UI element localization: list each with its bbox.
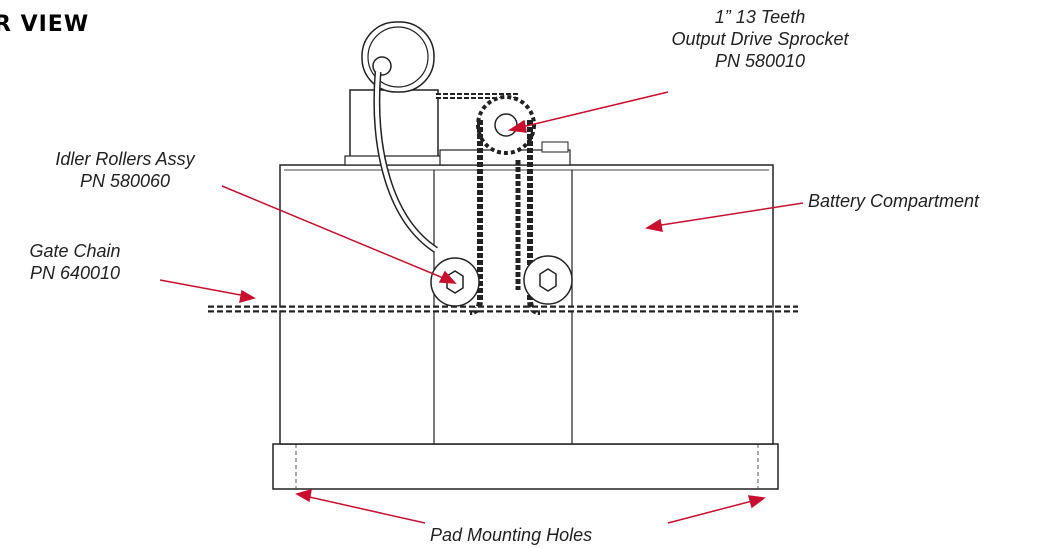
label-sprocket-line3: PN 580010: [714, 51, 806, 71]
label-pad-holes: Pad Mounting Holes: [430, 525, 593, 545]
view-heading: R VIEW: [0, 12, 90, 37]
label-idler: Idler Rollers Assy PN 580060: [20, 148, 230, 192]
power-cable-core: [374, 71, 438, 252]
motor-bracket: [349, 89, 439, 163]
label-gate-chain-line2: PN 640010: [29, 263, 121, 283]
leader-idler-arrow: [438, 270, 457, 284]
battery-compartment: [279, 164, 774, 445]
label-gate-chain-line1: Gate Chain: [29, 241, 121, 261]
leader-sprocket: [517, 91, 669, 129]
leader-sprocket-arrow: [507, 119, 527, 133]
leader-pad-right-arrow: [747, 495, 766, 509]
label-idler-line2: PN 580060: [79, 171, 171, 191]
leader-idler: [221, 185, 449, 281]
label-battery: Battery Compartment: [808, 191, 980, 211]
label-sprocket-line2: Output Drive Sprocket: [671, 29, 849, 49]
leader-pad-left-arrow: [295, 488, 312, 503]
leader-gate-chain: [159, 279, 247, 297]
label-gate-chain: Gate Chain PN 640010: [0, 240, 150, 284]
leader-battery: [654, 202, 804, 227]
leader-battery-arrow: [644, 218, 663, 232]
leader-gate-chain-arrow: [239, 289, 256, 304]
motor-plate: [344, 155, 446, 166]
leader-pad-right: [667, 499, 757, 524]
leader-pad-left: [304, 495, 426, 524]
idler-bolt-right: [539, 268, 557, 292]
label-idler-line1: Idler Rollers Assy: [55, 149, 195, 169]
label-sprocket-line1: 1” 13 Teeth: [714, 7, 806, 27]
sprocket-mount-cap: [541, 141, 569, 153]
drive-sprocket-hub: [494, 113, 518, 137]
label-sprocket: 1” 13 Teeth Output Drive Sprocket PN 580…: [640, 6, 880, 72]
cable-fitting: [372, 56, 392, 76]
pad-base: [272, 443, 779, 490]
